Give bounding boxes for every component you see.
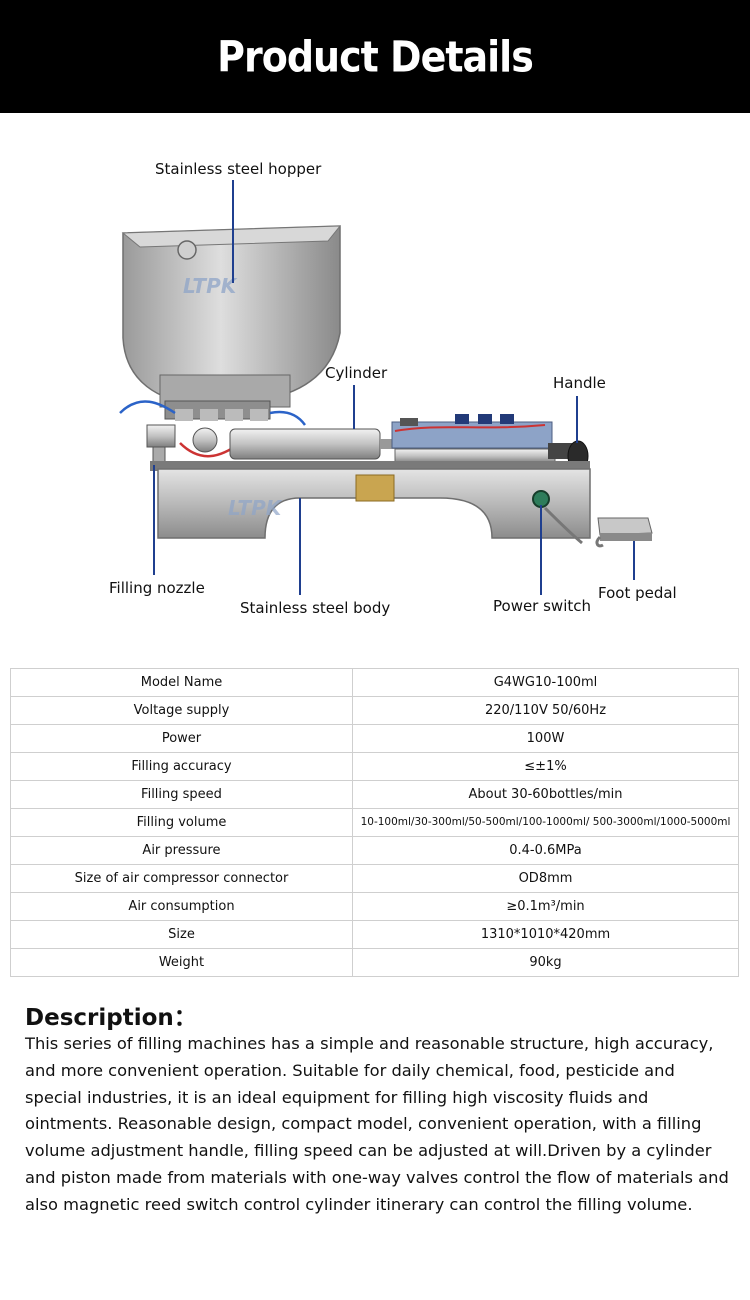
table-row: Air pressure 0.4-0.6MPa: [10, 836, 739, 865]
spec-value: 220/110V 50/60Hz: [352, 696, 739, 725]
spec-label: Size of air compressor connector: [10, 864, 353, 893]
table-row: Power 100W: [10, 724, 739, 753]
table-row: Filling accuracy ≤±1%: [10, 752, 739, 781]
leader-lines: [153, 180, 635, 595]
spec-label: Air pressure: [10, 836, 353, 865]
spec-value: ≥0.1m³/min: [352, 892, 739, 921]
spec-value: 0.4-0.6MPa: [352, 836, 739, 865]
spec-label: Size: [10, 920, 353, 949]
hopper-shape: [121, 225, 342, 408]
table-row: Weight 90kg: [10, 948, 739, 977]
callout-hopper: Stainless steel hopper: [155, 160, 322, 178]
cylinder-shape: [229, 414, 556, 464]
watermark-text-2: LTPK: [228, 496, 283, 520]
spec-value: 10-100ml/30-300ml/50-500ml/100-1000ml/ 5…: [352, 808, 739, 837]
spec-value: G4WG10-100ml: [352, 668, 739, 697]
description-body: This series of filling machines has a si…: [25, 1034, 729, 1214]
callout-power-switch: Power switch: [493, 597, 592, 615]
table-row: Size of air compressor connector OD8mm: [10, 864, 739, 893]
spec-label: Air consumption: [10, 892, 353, 921]
table-row: Filling speed About 30-60bottles/min: [10, 780, 739, 809]
spec-value: About 30-60bottles/min: [352, 780, 739, 809]
table-row: Voltage supply 220/110V 50/60Hz: [10, 696, 739, 725]
spec-value: 1310*1010*420mm: [352, 920, 739, 949]
callout-nozzle: Filling nozzle: [109, 579, 205, 597]
spec-value: 100W: [352, 724, 739, 753]
callout-foot-pedal: Foot pedal: [598, 584, 677, 602]
specs-table: Model Name G4WG10-100ml Voltage supply 2…: [10, 668, 739, 977]
body-shape: [150, 461, 591, 545]
table-row: Model Name G4WG10-100ml: [10, 668, 739, 697]
callout-cylinder: Cylinder: [325, 364, 388, 382]
page-title: Product Details: [217, 31, 534, 82]
table-row: Size 1310*1010*420mm: [10, 920, 739, 949]
callout-body: Stainless steel body: [240, 599, 391, 617]
title-banner: Product Details: [0, 0, 750, 113]
spec-label: Weight: [10, 948, 353, 977]
machine-figure: LTPK: [0, 113, 750, 653]
table-row: Filling volume 10-100ml/30-300ml/50-500m…: [10, 808, 739, 837]
spec-label: Filling volume: [10, 808, 353, 837]
watermark-text: LTPK: [183, 274, 238, 298]
spec-label: Power: [10, 724, 353, 753]
machine-illustration: LTPK: [119, 180, 653, 595]
spec-value: OD8mm: [352, 864, 739, 893]
spec-label: Filling accuracy: [10, 752, 353, 781]
description-title: Description：: [25, 1005, 197, 1031]
spec-label: Model Name: [10, 668, 353, 697]
foot-pedal-shape: [595, 517, 653, 548]
spec-value: ≤±1%: [352, 752, 739, 781]
spec-label: Voltage supply: [10, 696, 353, 725]
table-row: Air consumption ≥0.1m³/min: [10, 892, 739, 921]
callout-handle: Handle: [553, 374, 606, 392]
spec-value: 90kg: [352, 948, 739, 977]
spec-label: Filling speed: [10, 780, 353, 809]
